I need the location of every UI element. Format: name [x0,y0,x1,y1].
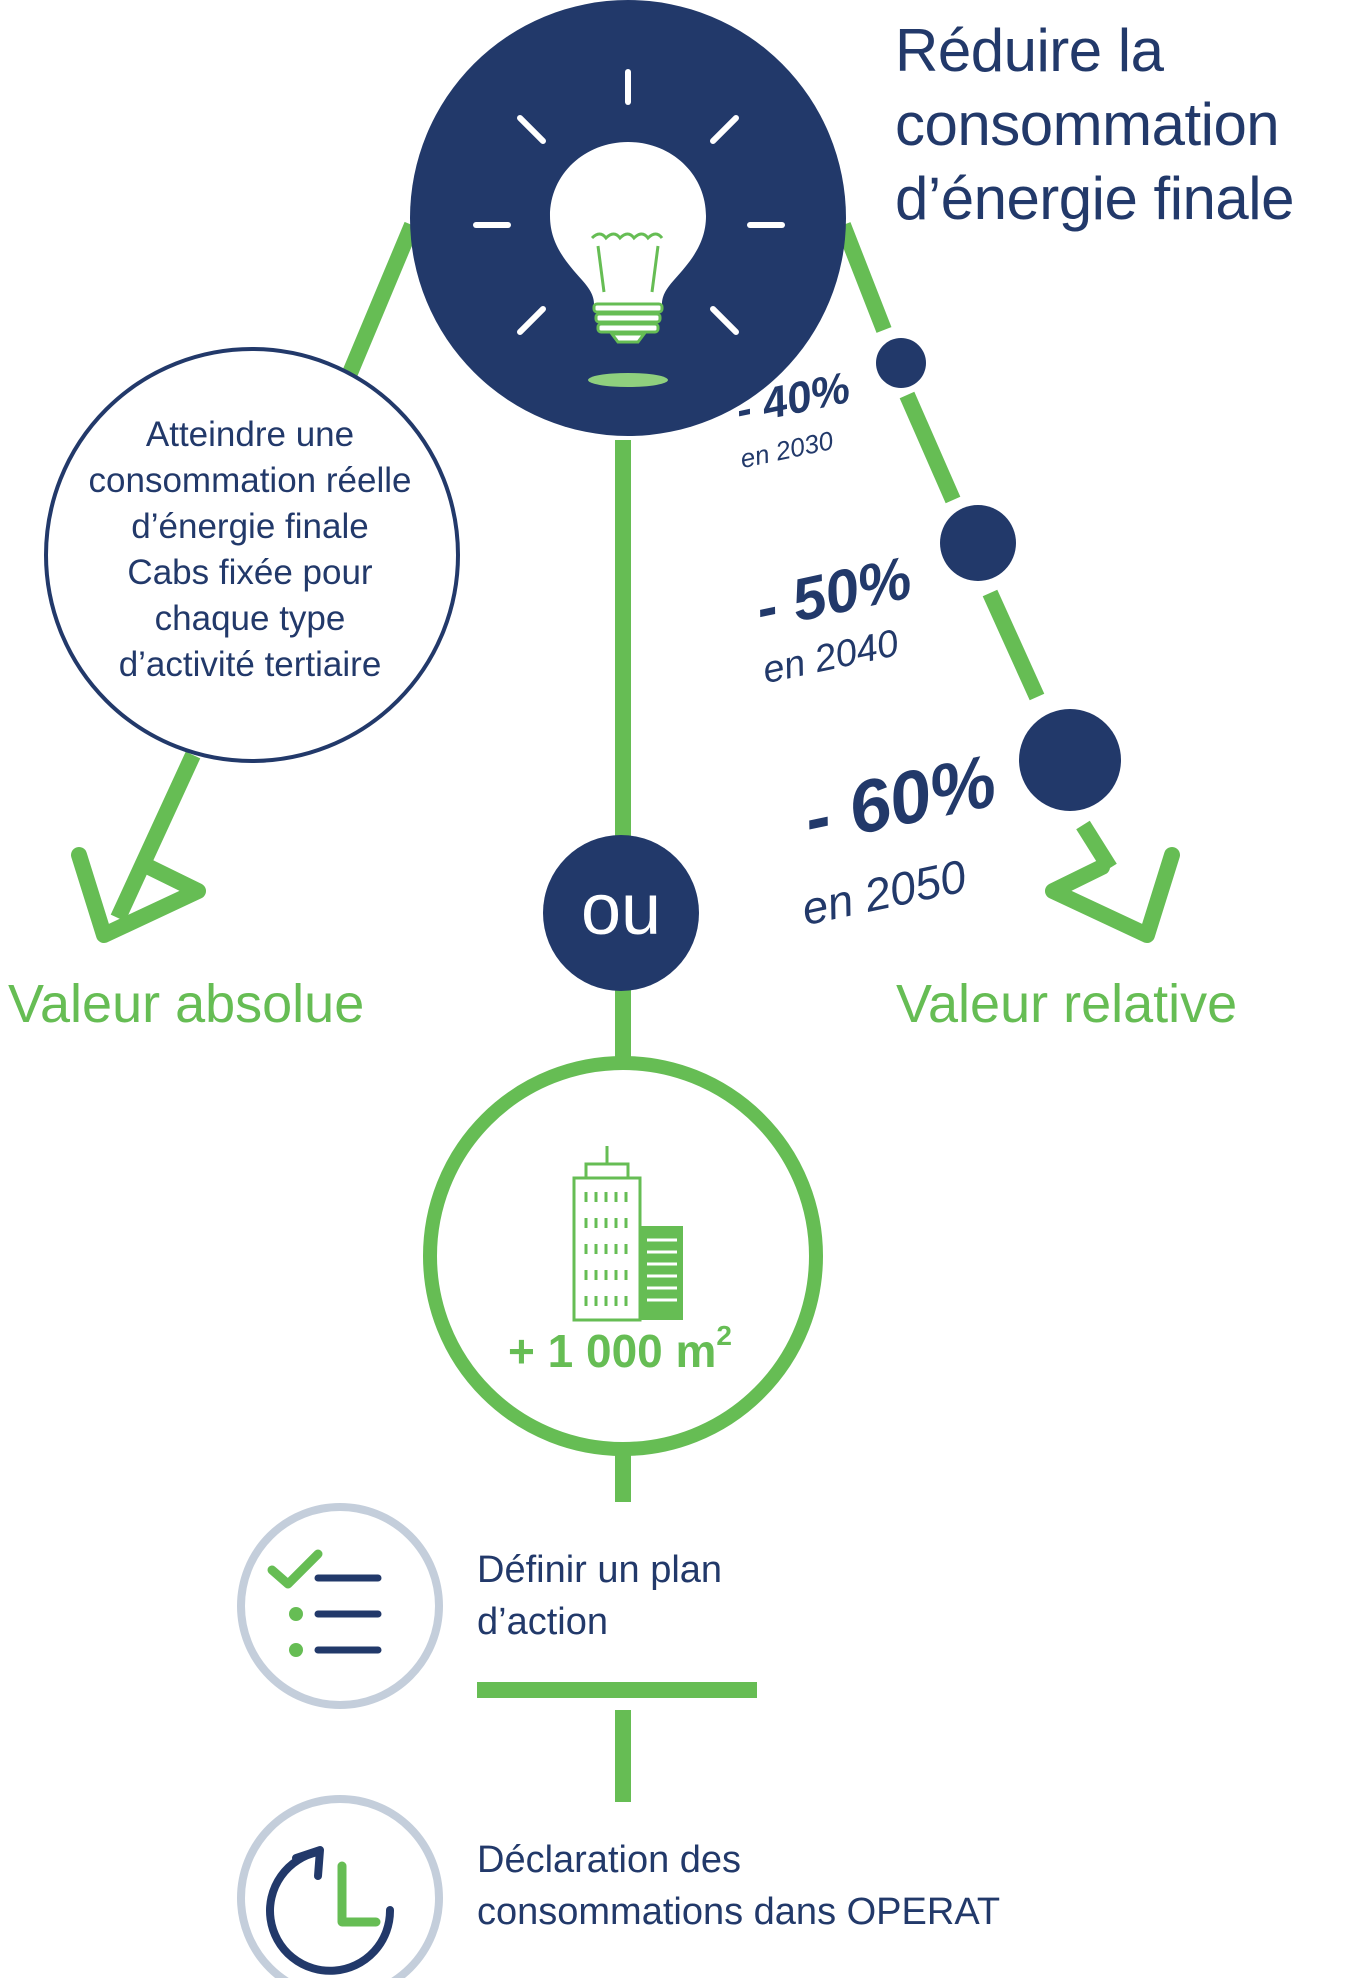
line-left-lower [110,751,201,922]
step-action-plan-text: Définir un plan d’action [477,1544,722,1648]
milestone-dot-2050 [1019,709,1121,811]
refresh-arrow-icon [266,1846,395,1975]
connector-lines [110,221,1117,1802]
step-1-ring [237,1503,443,1709]
title-line: d’énergie finale [895,165,1294,232]
description-line: d’énergie finale [131,507,369,546]
absolute-value-label: Valeur absolue [8,974,365,1034]
arrow-absolute-icon [71,847,206,943]
step-line: consommations dans OPERAT [477,1891,1001,1933]
area-value: + 1 000 m [507,1325,717,1377]
description-line: Cabs fixée pour [127,553,373,592]
title-line: consommation [895,91,1280,158]
description-line: d’activité tertiaire [118,645,382,684]
lightbulb-icon [550,142,706,387]
description-line: consommation réelle [88,461,412,500]
arrow-relative-icon [1045,847,1180,943]
area-exponent: 2 [716,1320,732,1351]
light-rays-icon [473,69,785,335]
description-line: chaque type [154,599,346,638]
step-operat-text: Déclaration des consommations dans OPERA… [477,1834,1000,1938]
line-right-seg2 [982,589,1045,701]
description-line: Atteindre une [145,415,355,454]
area-threshold-label: + 1 000 m2 [460,1320,780,1378]
absolute-value-description: Atteindre une consommation réelle d’éner… [60,412,440,688]
step-line: d’action [477,1601,608,1643]
relative-value-label: Valeur relative [896,974,1238,1034]
or-circle [543,835,699,991]
page-title: Réduire la consommation d’énergie finale [895,14,1345,236]
step-line: Déclaration des [477,1839,742,1881]
line-right-seg1 [899,391,961,504]
milestone-dot-2030 [876,338,926,388]
line-top-left [342,221,420,377]
absolute-value-circle [44,347,460,763]
building-icon [572,1146,683,1322]
step-line: Définir un plan [477,1549,723,1591]
line-right-top [835,222,892,333]
arrow-heads [71,847,1180,943]
or-label: ou [580,870,662,950]
milestone-dot-2040 [940,505,1016,581]
checklist-icon [267,1549,382,1657]
title-line: Réduire la [895,17,1164,84]
